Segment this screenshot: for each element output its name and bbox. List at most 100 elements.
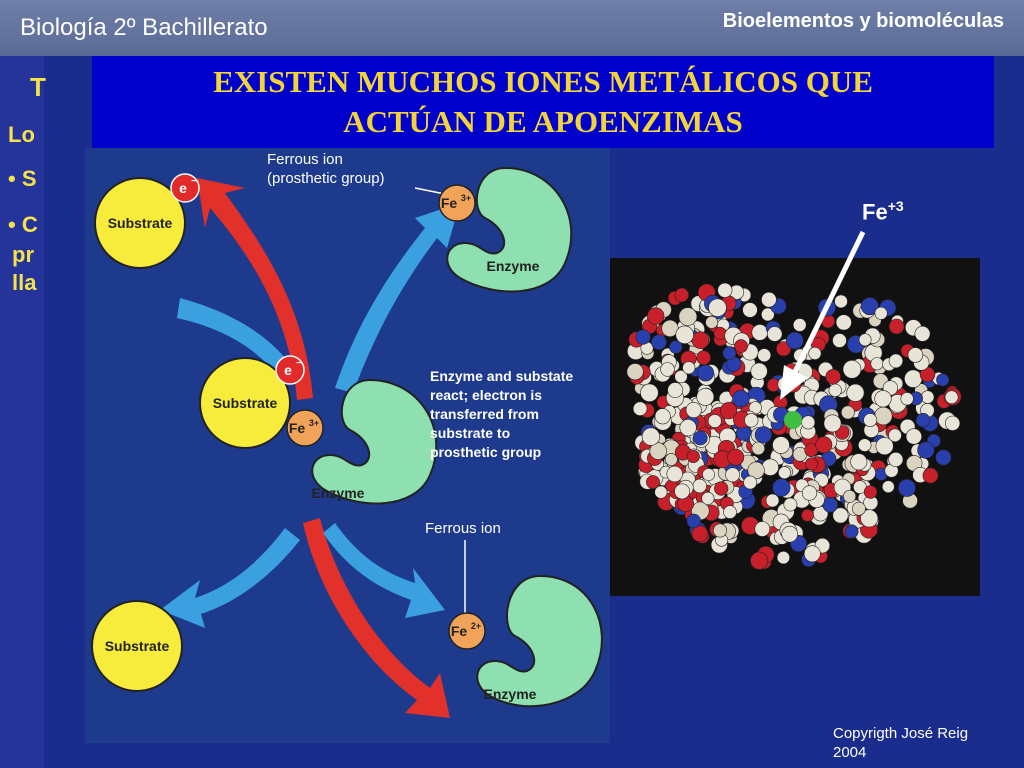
atom	[808, 346, 822, 360]
electron-top: e −	[170, 173, 200, 203]
atom	[822, 497, 839, 513]
svg-text:Enzyme: Enzyme	[484, 686, 537, 702]
atom	[743, 475, 758, 490]
atom	[888, 428, 902, 443]
atom	[765, 493, 780, 508]
svg-text:−: −	[191, 176, 197, 187]
atom	[858, 333, 872, 347]
atom	[674, 369, 688, 384]
atom	[626, 363, 644, 381]
atom	[635, 329, 651, 345]
fe-label: Fe+3	[862, 198, 904, 225]
atom	[858, 438, 872, 452]
atom	[647, 307, 665, 325]
atom	[914, 325, 931, 342]
slide-title-line-1: EXISTEN MUCHOS IONES METÁLICOS QUE	[213, 64, 873, 99]
svg-text:Fe: Fe	[451, 623, 468, 639]
atom	[905, 428, 923, 445]
substrate-bottom: Substrate	[91, 600, 183, 692]
atom	[945, 415, 961, 431]
atom	[714, 481, 729, 496]
left-strip	[0, 56, 44, 768]
obscured-line-3: • C	[8, 212, 38, 237]
atom	[754, 521, 771, 537]
iron-bottom: Fe 2+	[448, 540, 486, 650]
atom	[754, 426, 772, 444]
blue-arrow-bottom-right	[323, 523, 445, 618]
atom	[691, 525, 709, 543]
atom	[669, 340, 683, 354]
enzyme-top: Enzyme	[446, 166, 573, 293]
atom	[727, 448, 745, 466]
atom	[696, 387, 715, 406]
atom	[881, 480, 895, 493]
iron-top: Fe 3+	[414, 184, 476, 222]
atom	[707, 414, 722, 428]
atom	[713, 523, 728, 538]
label-ferrous-top-2: (prosthetic group)	[267, 170, 385, 187]
atom	[888, 353, 904, 369]
svg-text:Substrate: Substrate	[213, 395, 278, 411]
atom	[935, 449, 952, 466]
atom	[691, 331, 710, 349]
atom	[761, 291, 777, 308]
atom	[863, 485, 878, 499]
atom	[875, 437, 894, 456]
atom	[874, 390, 892, 408]
atom	[632, 401, 648, 416]
atom	[674, 483, 690, 500]
atom	[900, 392, 914, 406]
atom	[751, 441, 766, 456]
atom	[936, 373, 950, 387]
svg-text:3+: 3+	[461, 193, 471, 203]
electron-transfer-diagram: Substrate e − Substrate e − Substrate En…	[85, 148, 610, 743]
atom	[679, 419, 697, 437]
atom	[823, 414, 842, 433]
atom	[697, 364, 715, 382]
atom	[761, 458, 779, 476]
atom	[747, 461, 765, 479]
atom	[722, 346, 737, 361]
label-ferrous-bottom: Ferrous ion	[425, 520, 501, 537]
atom	[944, 390, 959, 404]
atom	[907, 347, 924, 363]
enzyme-middle: Enzyme	[311, 378, 438, 505]
atom	[696, 350, 711, 365]
obscured-line-5: lla	[12, 270, 37, 295]
atom	[844, 524, 859, 539]
atom	[705, 315, 719, 329]
atom	[701, 491, 715, 505]
label-mid-5: prosthetic group	[430, 444, 541, 460]
protein-molecule-image	[610, 258, 980, 596]
pointer-arrow	[780, 230, 866, 400]
atom	[863, 413, 878, 427]
substrate-middle: Substrate	[199, 357, 291, 449]
atom	[915, 413, 931, 428]
atom	[767, 326, 783, 342]
atom	[840, 405, 855, 420]
atom	[664, 453, 678, 466]
atom	[851, 501, 866, 516]
atom	[897, 478, 916, 497]
svg-text:Substrate: Substrate	[108, 215, 173, 231]
atom	[649, 442, 667, 460]
atom	[860, 297, 879, 316]
atom	[761, 307, 775, 322]
atom	[781, 525, 798, 543]
atom	[888, 318, 905, 335]
atom	[674, 287, 690, 303]
atom	[734, 339, 748, 353]
label-mid-2: react; electron is	[430, 387, 542, 403]
atom	[678, 307, 698, 326]
atom	[640, 383, 659, 403]
topic-title: Bioelementos y biomoléculas	[722, 10, 1004, 32]
atom	[792, 318, 807, 332]
atom	[835, 314, 852, 331]
atom	[832, 333, 847, 348]
svg-text:e: e	[179, 180, 187, 196]
atom	[776, 551, 790, 565]
svg-text:Enzyme: Enzyme	[312, 485, 365, 501]
atom	[693, 430, 708, 446]
atom	[692, 478, 707, 494]
header-bar: Biología 2º Bachillerato Bioelementos y …	[0, 0, 1024, 56]
